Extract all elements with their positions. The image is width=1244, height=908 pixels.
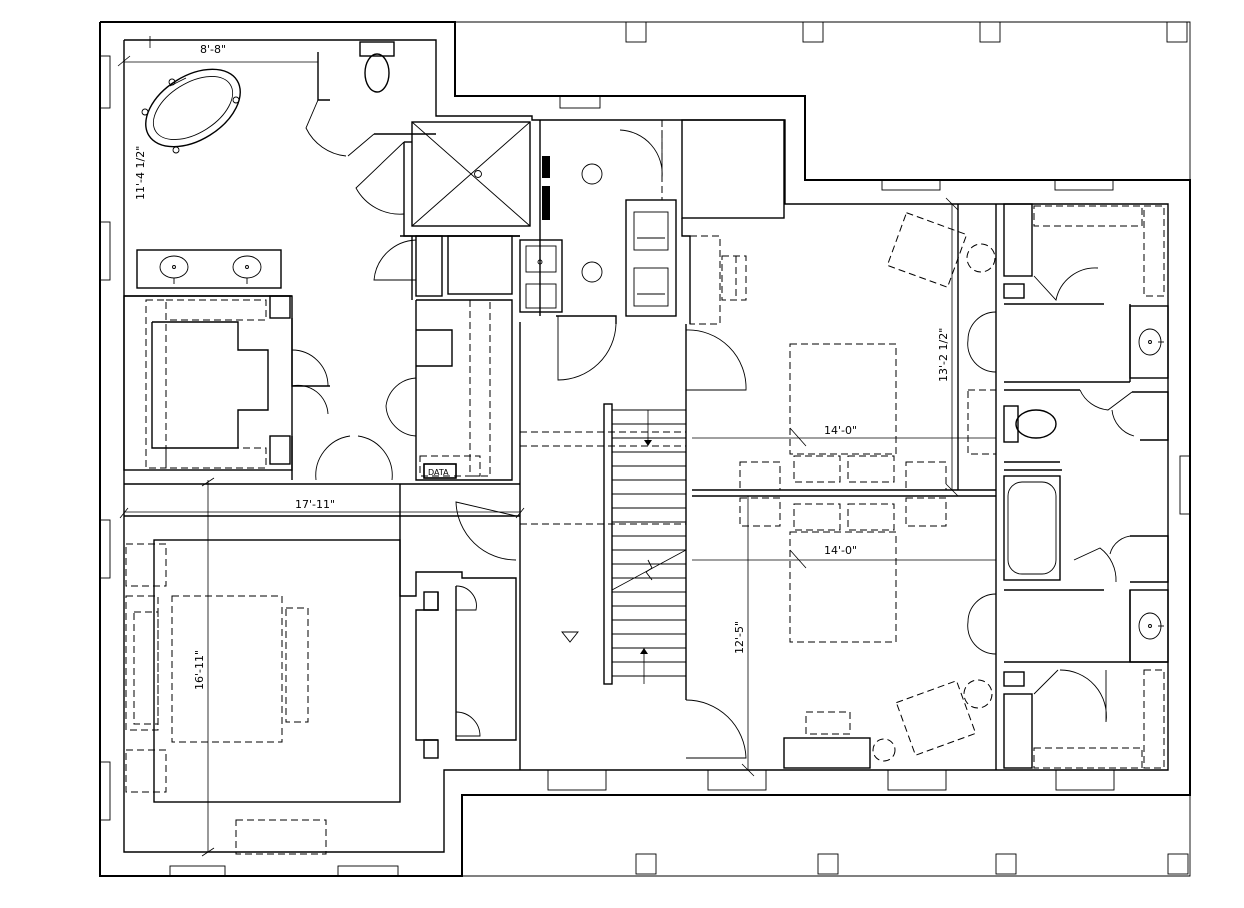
dim-bedroom-depth: 16'-11" (193, 650, 206, 690)
dim-upper-room-width: 14'-0" (824, 424, 857, 437)
right-rooms (692, 197, 997, 777)
master-bedroom (119, 477, 525, 857)
data-outlet-tag: DATA (423, 463, 457, 479)
dim-bedroom-width: 17'-11" (295, 498, 335, 511)
dim-master-bath-depth: 11'-4 1/2" (134, 146, 147, 200)
data-outlet-label: DATA (428, 468, 449, 477)
laundry-hall (519, 119, 785, 391)
dim-master-bath-width: 8'-8" (200, 43, 226, 56)
windows (99, 55, 1191, 877)
exterior-walls (99, 21, 1191, 877)
interior-walls (124, 120, 541, 770)
dim-lower-room-width: 14'-0" (824, 544, 857, 557)
walk-in-closets (123, 235, 513, 481)
master-bath (124, 41, 531, 297)
dim-lower-room-depth: 12'-5" (733, 621, 746, 654)
right-baths (967, 203, 1169, 769)
dim-upper-room-depth: 13'-2 1/2" (937, 328, 950, 382)
staircase (520, 324, 747, 759)
dimension-labels: 8'-8" 11'-4 1/2" 17'-11" 16'-11" 14'-0" … (117, 36, 950, 690)
